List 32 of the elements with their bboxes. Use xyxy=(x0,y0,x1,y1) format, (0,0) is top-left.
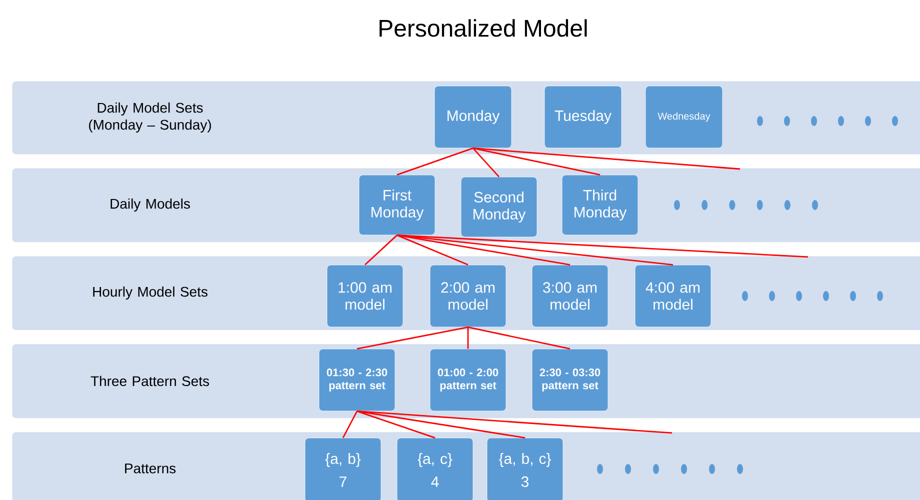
connector-line xyxy=(396,234,570,266)
model-box: 3:00 am model xyxy=(532,264,608,328)
connector-line xyxy=(472,148,600,176)
connector-line xyxy=(472,148,740,170)
model-box: 2:30 - 03:30 pattern set xyxy=(532,348,608,412)
model-box: {a, c} 4 xyxy=(396,438,474,500)
model-box: 2:00 am model xyxy=(430,264,506,328)
connector-line xyxy=(356,410,526,438)
connector-line xyxy=(364,234,398,266)
model-box: Tuesday xyxy=(544,86,622,148)
connector-line xyxy=(472,148,500,178)
connector-line xyxy=(356,326,468,350)
model-box: Second Monday xyxy=(460,176,538,238)
model-box: {a, b} 7 xyxy=(304,438,382,500)
model-box: 01:00 - 2:00 pattern set xyxy=(430,348,506,412)
connector-line xyxy=(396,148,474,176)
connector-line xyxy=(342,410,358,438)
title: Personalized Model xyxy=(380,19,587,37)
model-box: First Monday xyxy=(358,174,436,236)
connector-line xyxy=(356,410,672,434)
model-box: {a, b, c} 3 xyxy=(486,438,564,500)
model-box: 1:00 am model xyxy=(326,264,404,328)
connector-line xyxy=(356,410,436,438)
connector-line xyxy=(467,327,469,349)
model-box: 4:00 am model xyxy=(634,264,712,328)
connector-line xyxy=(396,234,808,258)
connector-line xyxy=(468,326,570,350)
model-box: Third Monday xyxy=(562,174,638,236)
model-box: Wednesday xyxy=(645,86,723,148)
connector-line xyxy=(396,234,468,266)
model-box: 01:30 - 2:30 pattern set xyxy=(318,348,396,412)
model-box: Monday xyxy=(434,86,512,148)
